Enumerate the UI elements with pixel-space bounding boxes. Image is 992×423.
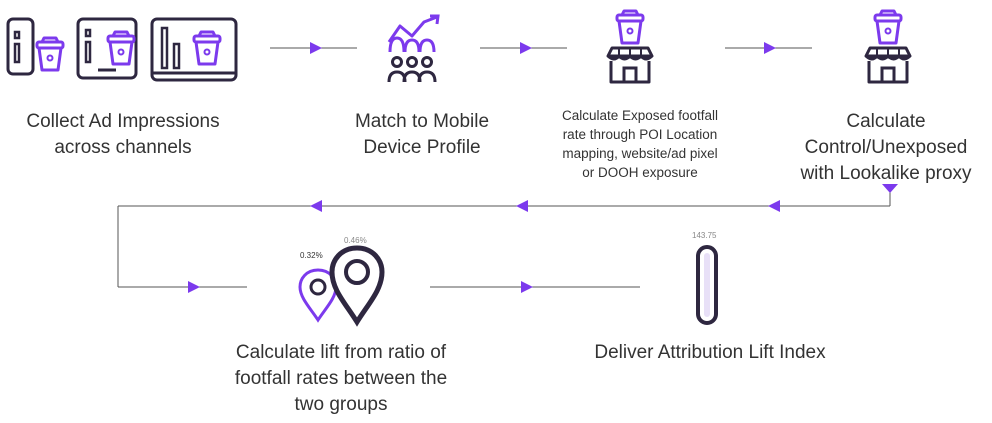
step-exposed-label: Calculate Exposed footfall rate through … [538, 106, 742, 182]
store-exposed-icon [606, 9, 654, 84]
store-control-icon [864, 9, 912, 84]
control-rate-value: 0.32% [300, 251, 323, 260]
step-lift-line-3: two groups [294, 394, 388, 415]
step-control-label: Calculate Control/Unexposed with Lookali… [782, 109, 990, 187]
step-match-label: Match to Mobile Device Profile [322, 109, 522, 161]
arrow-1-to-2 [270, 42, 357, 54]
step-deliver-line-1: Deliver Attribution Lift Index [594, 342, 826, 363]
step-collect-line-1: Collect Ad Impressions [26, 111, 220, 132]
arrow-5-to-6 [430, 281, 640, 293]
step-match-line-2: Device Profile [363, 137, 481, 158]
return-connector [117, 184, 898, 293]
step-exposed-line-3: mapping, website/ad pixel [562, 146, 718, 161]
step-collect-line-2: across channels [54, 137, 192, 158]
step-lift-label: Calculate lift from ratio of footfall ra… [205, 340, 477, 418]
audience-match-icon [387, 14, 440, 83]
step-exposed-line-2: rate through POI Location [562, 127, 718, 142]
location-pins-icon [298, 245, 385, 327]
step-control-line-1: Calculate [846, 111, 926, 132]
step-exposed-line-1: Calculate Exposed footfall [561, 108, 719, 123]
step-control-line-3: with Lookalike proxy [800, 163, 972, 184]
step-match-line-1: Match to Mobile [354, 111, 490, 132]
arrow-3-to-4 [725, 42, 812, 54]
devices-icon [6, 17, 238, 82]
step-collect-label: Collect Ad Impressions across channels [8, 109, 238, 161]
step-exposed-line-4: or DOOH exposure [582, 165, 698, 180]
step-control-line-2: Control/Unexposed [804, 137, 968, 158]
step-lift-line-1: Calculate lift from ratio of [235, 342, 447, 363]
exposed-rate-value: 0.46% [344, 236, 367, 245]
arrow-2-to-3 [480, 42, 567, 54]
step-lift-line-2: footfall rates between the [234, 368, 448, 389]
lift-index-value: 143.75 [692, 231, 717, 240]
step-deliver-label: Deliver Attribution Lift Index [555, 340, 865, 366]
lift-index-bar [696, 245, 718, 325]
